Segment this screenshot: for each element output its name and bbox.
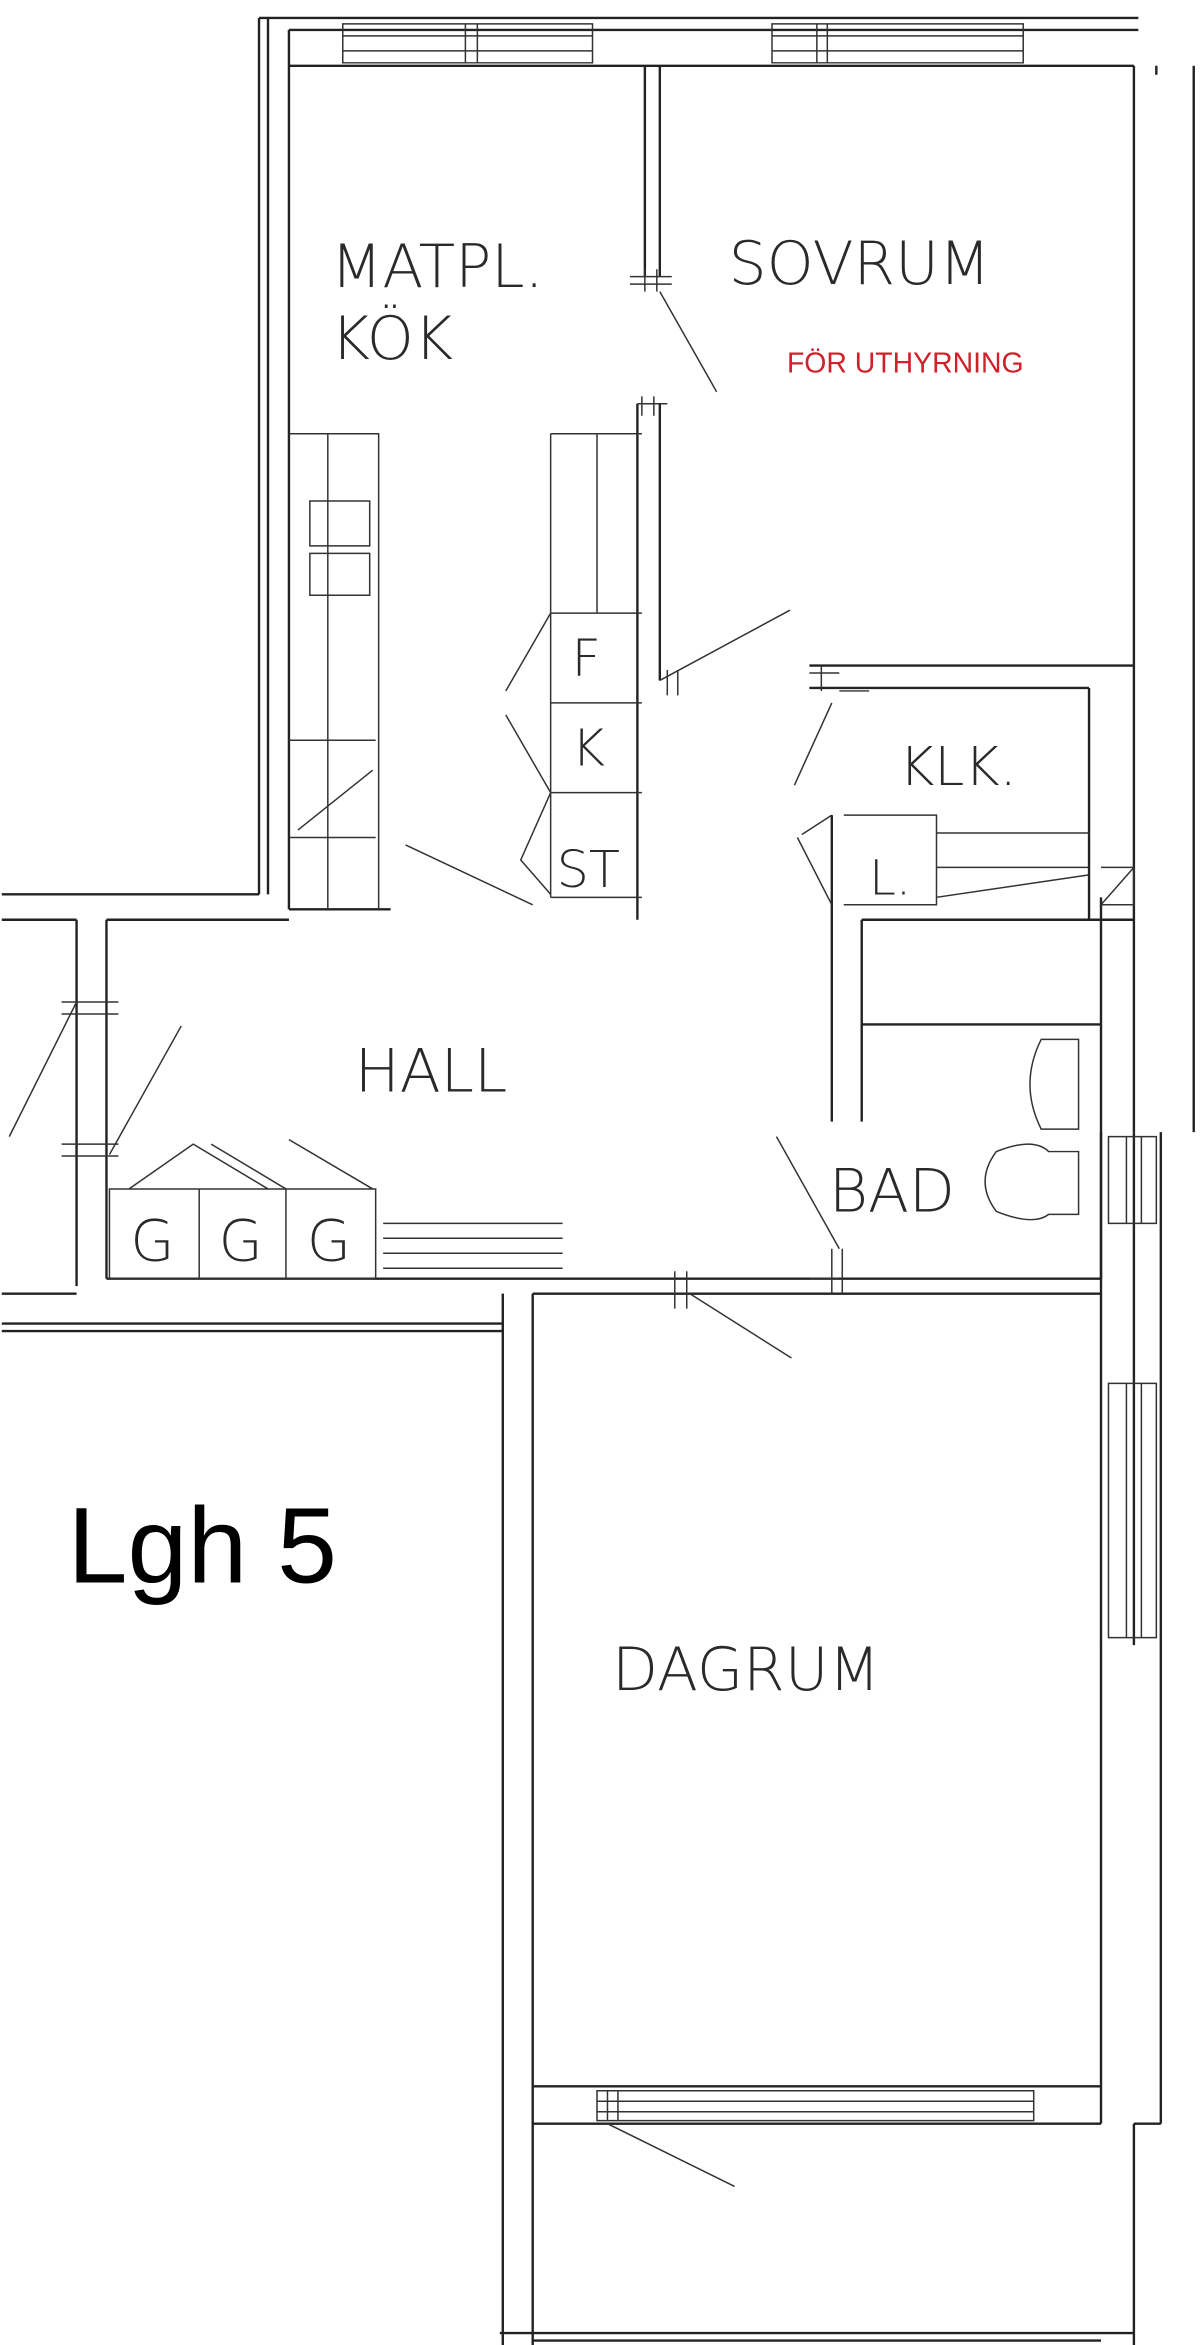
window-top-left: [342, 23, 594, 64]
window-top-right: [771, 23, 1024, 64]
apartment-label: Lgh 5: [68, 1485, 337, 1605]
window-balcony: [596, 2090, 1035, 2122]
room-label-bath: BAD: [829, 1156, 955, 1226]
window-right-upper: [1107, 1135, 1158, 1225]
wardrobe-label-3: G: [307, 1209, 351, 1275]
room-label-living: DAGRUM: [612, 1635, 880, 1705]
wardrobe-label-1: G: [130, 1209, 174, 1275]
room-label-bedroom: SOVRUM: [729, 229, 991, 299]
wardrobe-label-2: G: [219, 1209, 263, 1275]
window-right-lower: [1107, 1382, 1158, 1639]
room-label-closet: KLK.: [899, 735, 1017, 798]
stove-label: ST: [557, 840, 620, 899]
walls: [1, 16, 1195, 2345]
rental-note: FÖR UTHYRNING: [787, 347, 1024, 379]
freezer-label: K: [572, 719, 605, 778]
room-label-kitchen-line1: MATPL.: [331, 232, 544, 302]
room-label-linen: L.: [869, 851, 911, 906]
room-label-hall: HALL: [355, 1037, 508, 1107]
room-label-kitchen-line2: KÖK: [331, 304, 453, 374]
fridge-label: F: [572, 629, 601, 688]
